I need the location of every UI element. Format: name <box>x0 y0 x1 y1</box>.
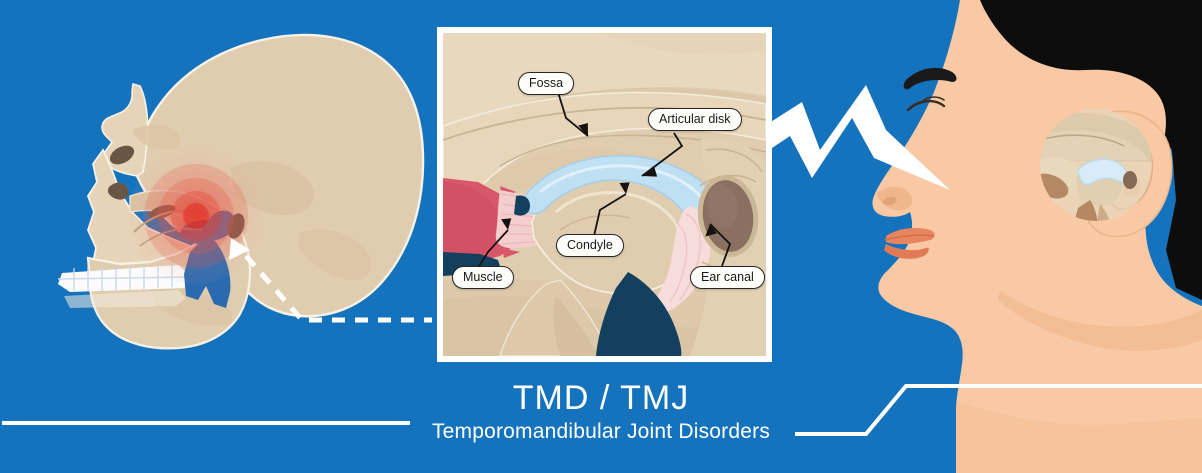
right-rule <box>795 384 1202 436</box>
nasal-aperture <box>107 182 129 200</box>
ear-canal-shape <box>697 175 759 257</box>
label-muscle: Muscle <box>452 266 514 289</box>
label-ear-canal: Ear canal <box>690 266 765 289</box>
callout-leader-lines <box>477 91 732 269</box>
lightning-bolt <box>766 85 950 190</box>
soft-tissue-navy <box>596 272 682 356</box>
eyebrow <box>903 67 957 90</box>
eye-socket <box>109 145 135 165</box>
label-articular-disk: Articular disk <box>648 108 742 131</box>
label-condyle: Condyle <box>556 234 624 257</box>
label-fossa: Fossa <box>518 72 575 95</box>
callout-arrowheads <box>501 123 718 237</box>
dashed-connector <box>244 254 432 323</box>
closed-eye <box>906 99 946 112</box>
hair <box>966 0 1202 300</box>
zoom-pointer-arrow <box>229 238 250 260</box>
